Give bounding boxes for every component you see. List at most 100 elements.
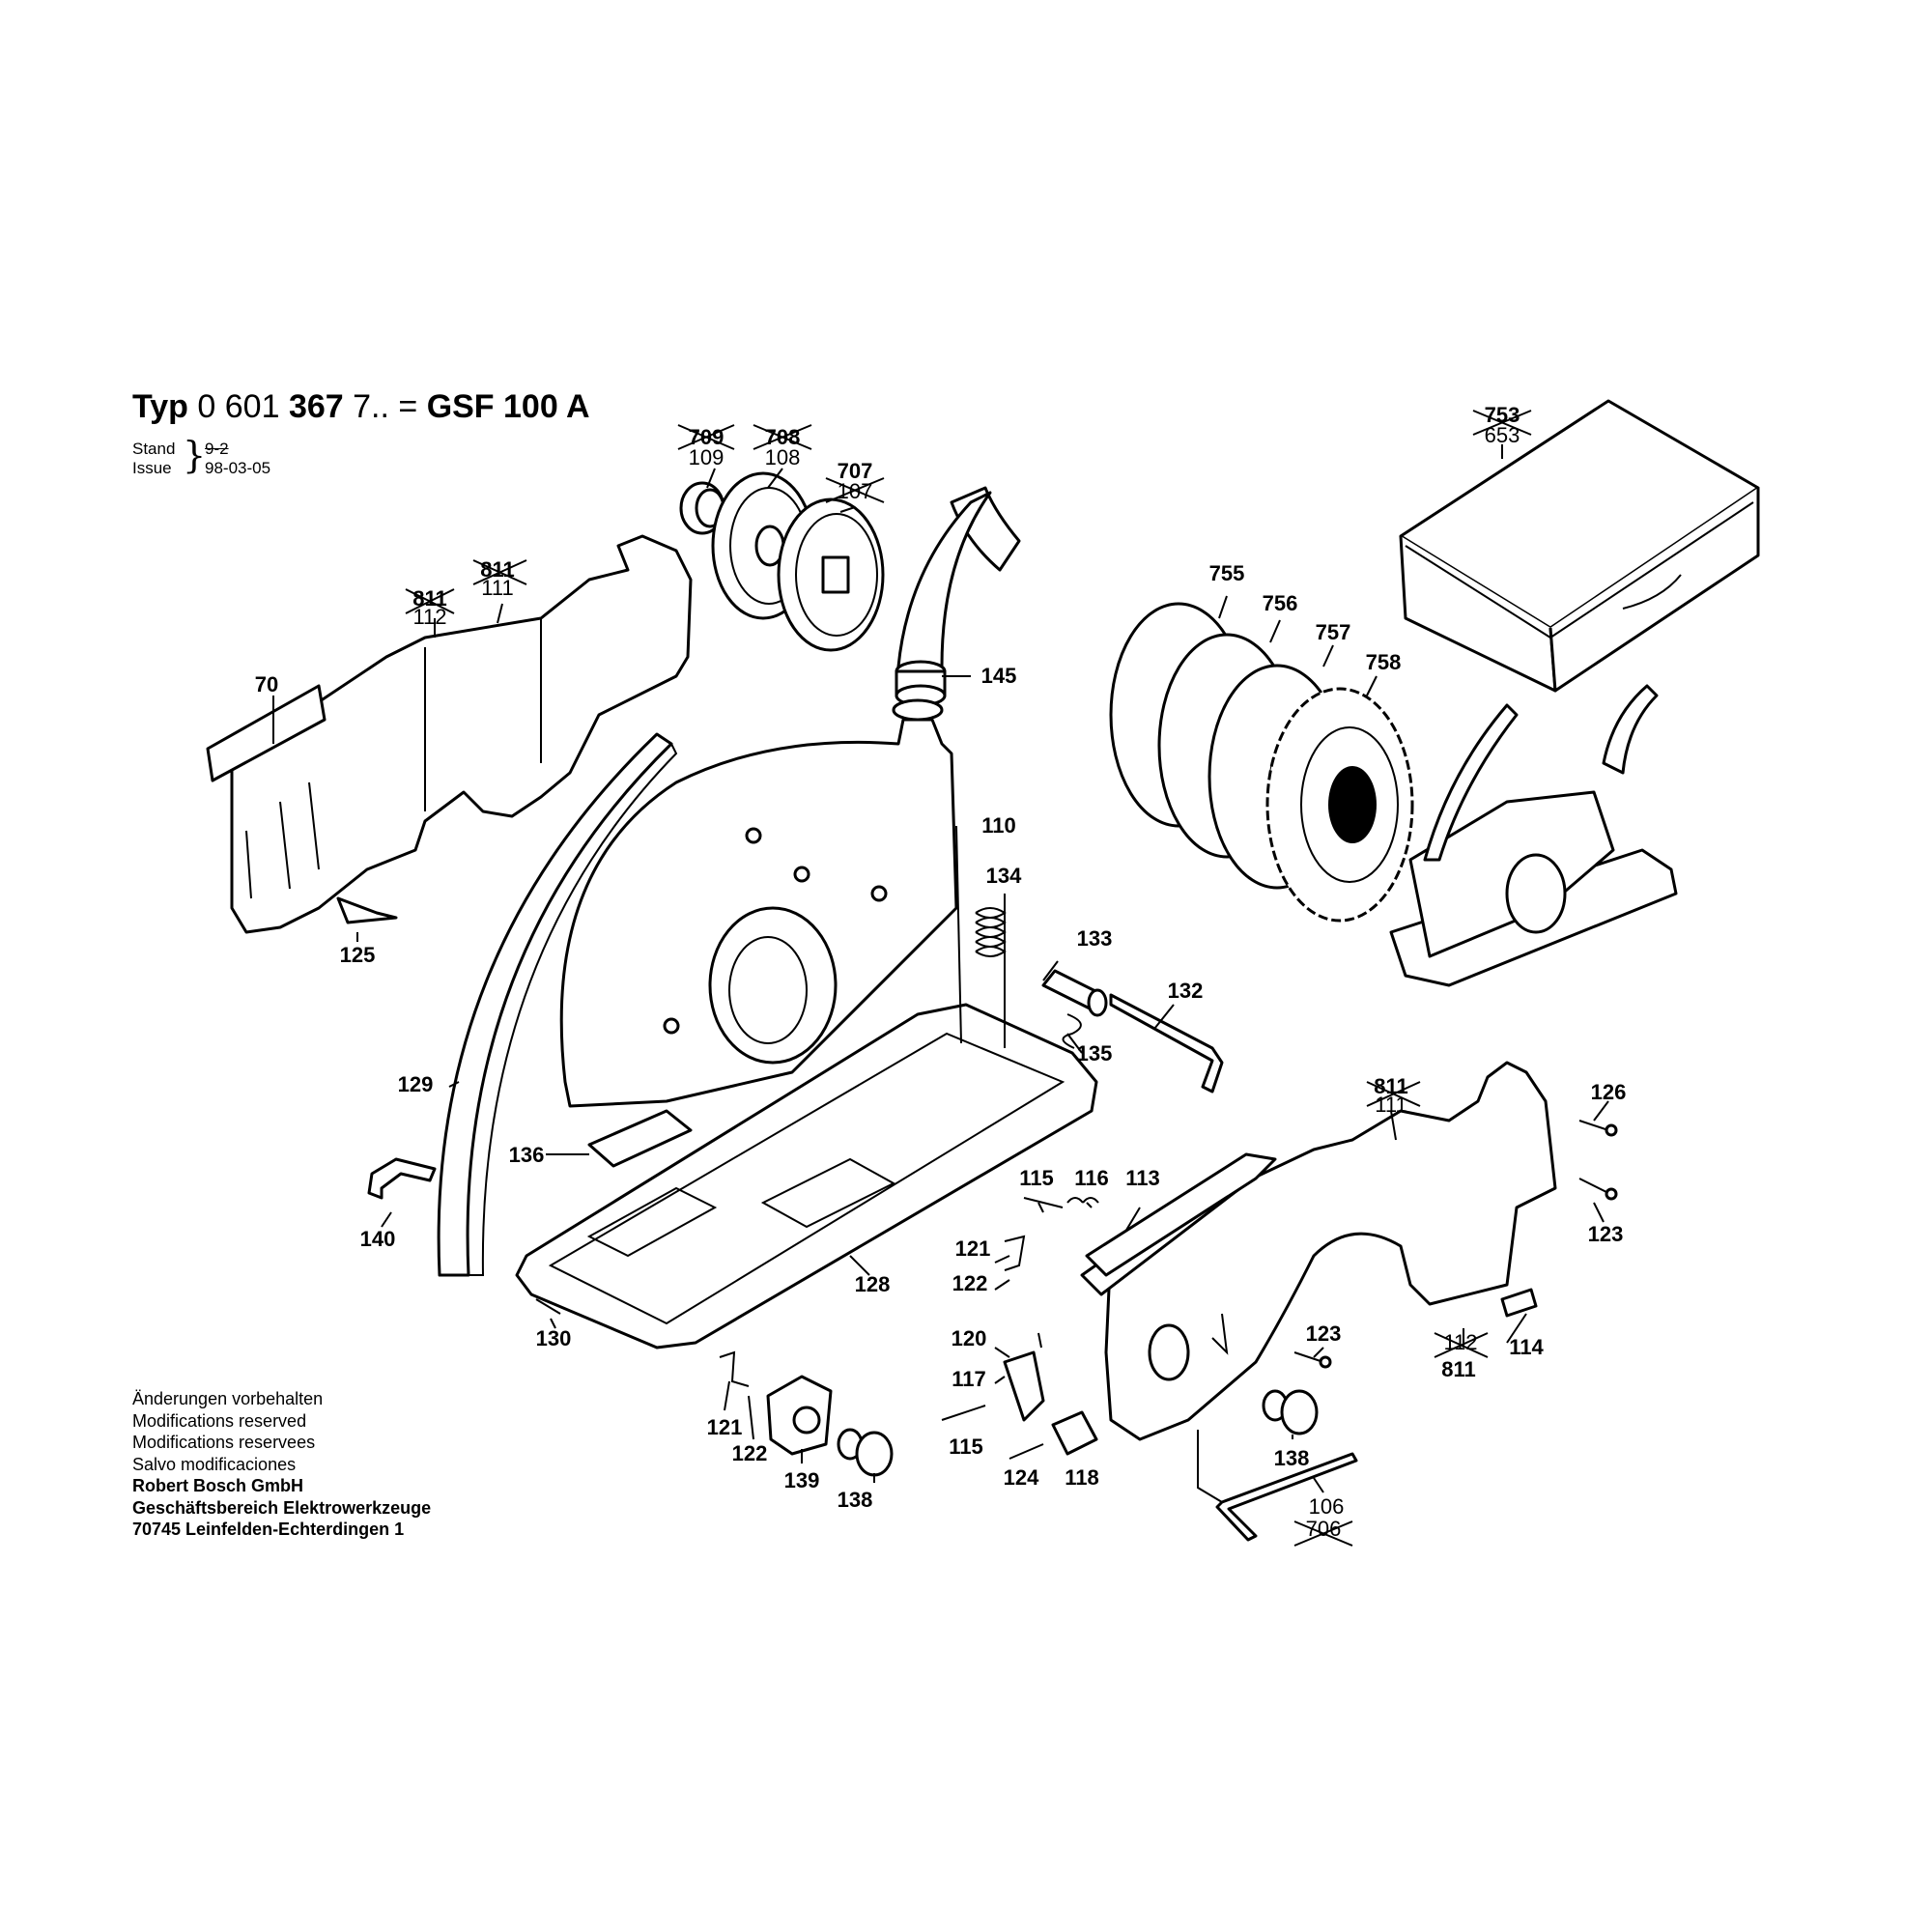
callout-136: 136 xyxy=(509,1143,545,1167)
label-plate-part-70 xyxy=(206,684,327,782)
pin-part-133 xyxy=(1041,969,1108,1017)
callout-121-a: 121 xyxy=(955,1236,991,1261)
callout-129: 129 xyxy=(398,1072,434,1096)
callout-111-a: 111 xyxy=(481,576,513,600)
callout-709: 709 xyxy=(689,425,724,449)
document-title: Typ 0 601 367 7.. = GSF 100 A xyxy=(132,388,590,426)
issue-label: Issue xyxy=(132,459,172,477)
knob-part-138-right xyxy=(1262,1389,1319,1435)
footer-line-2: Modifications reserved xyxy=(132,1410,307,1431)
callout-111-b: 111 xyxy=(1375,1093,1406,1117)
pin-part-115-upper xyxy=(1023,1197,1064,1208)
callout-115-b: 115 xyxy=(949,1435,983,1459)
callout-110: 110 xyxy=(981,813,1016,838)
leader-lines xyxy=(272,444,1609,1503)
bracket-part-121-lower xyxy=(719,1350,750,1387)
rod-part-132 xyxy=(1109,993,1224,1094)
switch-part-118 xyxy=(1051,1410,1098,1456)
callout-140: 140 xyxy=(360,1227,396,1251)
callout-811-a: 811 xyxy=(412,586,447,611)
callout-130: 130 xyxy=(536,1326,572,1350)
callout-755: 755 xyxy=(1209,561,1245,585)
callout-139: 139 xyxy=(784,1468,820,1492)
callout-120: 120 xyxy=(952,1326,987,1350)
screw-part-123-lower xyxy=(1293,1351,1332,1369)
bracket-part-140 xyxy=(367,1157,437,1200)
callout-708: 708 xyxy=(765,425,801,449)
footer-notes: Änderungen vorbehalten Modifications res… xyxy=(132,1388,431,1541)
blade-guard-part-110 xyxy=(559,698,958,1108)
callout-758: 758 xyxy=(1366,650,1402,674)
clip-part-135 xyxy=(1062,1013,1082,1049)
spring-part-116 xyxy=(1066,1197,1099,1204)
sticker-part-136 xyxy=(587,1109,693,1168)
cutting-disc-part-758 xyxy=(1265,687,1414,923)
screw-part-123-upper xyxy=(1578,1178,1618,1201)
footer-line-1: Änderungen vorbehalten xyxy=(132,1389,324,1408)
assembled-tool-illustration xyxy=(1389,684,1678,987)
part-number-bold: 367 xyxy=(288,388,344,425)
callout-107: 107 xyxy=(838,479,873,503)
callout-118: 118 xyxy=(1065,1465,1099,1490)
callout-116: 116 xyxy=(1074,1166,1109,1190)
callout-128: 128 xyxy=(855,1272,891,1296)
spring-part-134 xyxy=(975,907,1007,957)
callout-138-b: 138 xyxy=(1274,1446,1310,1470)
callout-138-a: 138 xyxy=(838,1488,873,1512)
footer-line-3: Modifications reservees xyxy=(132,1433,316,1452)
housing-block-part-139 xyxy=(766,1375,833,1456)
pin-part-130 xyxy=(535,1298,561,1315)
callout-121-b: 121 xyxy=(707,1415,743,1439)
issue-value: 98-03-05 xyxy=(205,459,271,477)
callout-106: 106 xyxy=(1309,1494,1345,1519)
callout-145: 145 xyxy=(981,664,1017,688)
footer-address: 70745 Leinfelden-Echterdingen 1 xyxy=(132,1520,405,1539)
callout-123-b: 123 xyxy=(1306,1321,1342,1346)
callout-labels: 709 109 708 108 707 107 753 653 811 112 … xyxy=(255,403,1627,1541)
callout-112-a: 112 xyxy=(412,605,446,629)
callout-134: 134 xyxy=(986,864,1022,888)
stand-value: 9-2 xyxy=(205,440,229,458)
footer-division: Geschäftsbereich Elektrowerkzeuge xyxy=(132,1497,432,1518)
part-number-main: 0 601 xyxy=(197,388,280,425)
callout-124: 124 xyxy=(1004,1465,1039,1490)
callout-122-a: 122 xyxy=(952,1271,988,1295)
stand-label: Stand xyxy=(132,440,176,458)
callout-108: 108 xyxy=(765,445,801,469)
callout-114: 114 xyxy=(1509,1335,1544,1359)
base-plate-part-128 xyxy=(515,1003,1098,1350)
callout-112-b: 112 xyxy=(1443,1330,1477,1354)
footer-company: Robert Bosch GmbH xyxy=(132,1476,304,1495)
hex-key-part-106 xyxy=(1215,1452,1358,1542)
knob-part-114 xyxy=(1500,1288,1538,1318)
pin-part-120 xyxy=(1037,1332,1042,1349)
callout-115-a: 115 xyxy=(1019,1166,1054,1190)
pin-part-115-lower xyxy=(941,1405,986,1421)
left-housing-part xyxy=(230,534,693,934)
callout-133: 133 xyxy=(1077,926,1113,951)
callout-126: 126 xyxy=(1591,1080,1627,1104)
callout-113: 113 xyxy=(1125,1166,1160,1190)
part-number-suffix: 7.. = xyxy=(353,388,418,425)
callout-132: 132 xyxy=(1168,979,1204,1003)
footer-line-4: Salvo modificaciones xyxy=(132,1454,297,1474)
callout-811-b: 811 xyxy=(480,557,515,582)
callout-70: 70 xyxy=(255,672,278,696)
callout-811-d: 811 xyxy=(1441,1357,1476,1381)
brace-symbol: } xyxy=(183,434,207,476)
callout-122-b: 122 xyxy=(732,1441,768,1465)
guard-segment-part-129 xyxy=(437,732,678,1277)
superseded-marks xyxy=(405,410,1532,1547)
lever-part-113 xyxy=(1085,1152,1277,1277)
callout-123-a: 123 xyxy=(1588,1222,1624,1246)
right-housing-part xyxy=(1080,1061,1557,1441)
callout-757: 757 xyxy=(1316,620,1351,644)
typ-label: Typ xyxy=(132,388,188,425)
callout-811-c: 811 xyxy=(1374,1074,1408,1098)
callout-706: 706 xyxy=(1306,1517,1342,1541)
callout-753: 753 xyxy=(1485,403,1520,427)
knob-part-138-left xyxy=(837,1428,894,1477)
toolbox-part-753 xyxy=(1399,399,1760,693)
callout-125: 125 xyxy=(340,943,376,967)
